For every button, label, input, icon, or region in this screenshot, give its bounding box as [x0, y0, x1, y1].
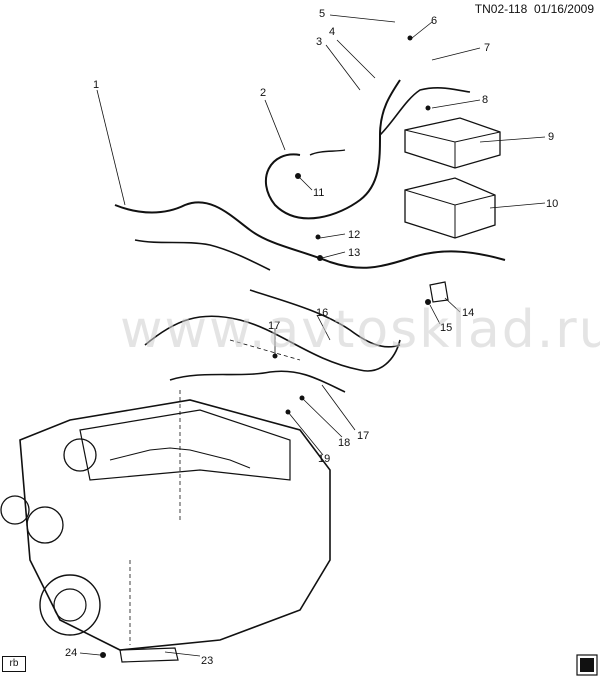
fastener-13: [317, 255, 323, 261]
bracket-23: [119, 647, 179, 663]
callout-16: 16: [316, 307, 328, 319]
fastener-18: [299, 395, 305, 401]
callout-23: 23: [201, 655, 213, 667]
callout-11: 11: [313, 187, 324, 199]
fastener-6: [407, 35, 413, 41]
leader-lines: [79, 14, 546, 657]
callout-10: 10: [546, 198, 558, 210]
harness-branch-left: [134, 239, 271, 271]
callout-8: 8: [482, 94, 488, 106]
callout-2: 2: [260, 87, 266, 99]
callout-9: 9: [548, 131, 554, 143]
fastener-19: [285, 409, 291, 415]
callout-13: 13: [348, 247, 360, 259]
watermark: www.avtosklad.ru: [120, 300, 600, 360]
callout-5: 5: [319, 8, 325, 20]
water-pump-pulley: [26, 506, 64, 544]
callout-3: 3: [316, 36, 322, 48]
upper-harness: [379, 87, 471, 136]
bracket-14: [429, 281, 449, 303]
drawing-date: 01/16/2009: [533, 2, 594, 16]
drawing-id: TN02-118: [474, 2, 528, 16]
callout-6: 6: [431, 15, 437, 27]
callout-17a: 17: [268, 320, 280, 332]
callout-labels: 1 2 3 4 5 6 7 8 9 10 11 12 13 14 15 16 1…: [65, 8, 558, 667]
fastener-8: [425, 105, 431, 111]
gm-logo-icon: [576, 654, 598, 676]
fastener-11: [295, 173, 301, 179]
throttle-body: [63, 438, 97, 472]
fasteners: [100, 35, 431, 658]
fastener-15: [425, 299, 431, 305]
crank-pulley: [39, 574, 101, 636]
fastener-24: [100, 652, 106, 658]
callout-12: 12: [348, 229, 360, 241]
callout-17b: 17: [357, 430, 369, 442]
engine-control-module: [404, 117, 501, 169]
harness-branch-mid: [249, 289, 401, 348]
fastener-17: [272, 353, 278, 359]
callout-4: 4: [329, 26, 335, 38]
callout-15: 15: [440, 322, 452, 334]
callout-19: 19: [318, 453, 330, 465]
callout-1: 1: [93, 79, 99, 91]
ground-cable-branch: [309, 149, 346, 156]
drawing-header: TN02-118 01/16/2009: [475, 2, 594, 16]
fuse-block: [404, 177, 496, 239]
callout-24: 24: [65, 647, 77, 659]
callout-18: 18: [338, 437, 350, 449]
assembly-lines: [129, 339, 301, 645]
fastener-12: [315, 234, 321, 240]
harness-lower-run: [169, 370, 346, 393]
engine-harness: [114, 201, 506, 269]
callout-7: 7: [484, 42, 490, 54]
ground-cable: [264, 79, 401, 220]
callout-14: 14: [462, 307, 474, 319]
harness-branch-lower: [144, 315, 401, 372]
rb-badge: rb: [2, 656, 26, 672]
